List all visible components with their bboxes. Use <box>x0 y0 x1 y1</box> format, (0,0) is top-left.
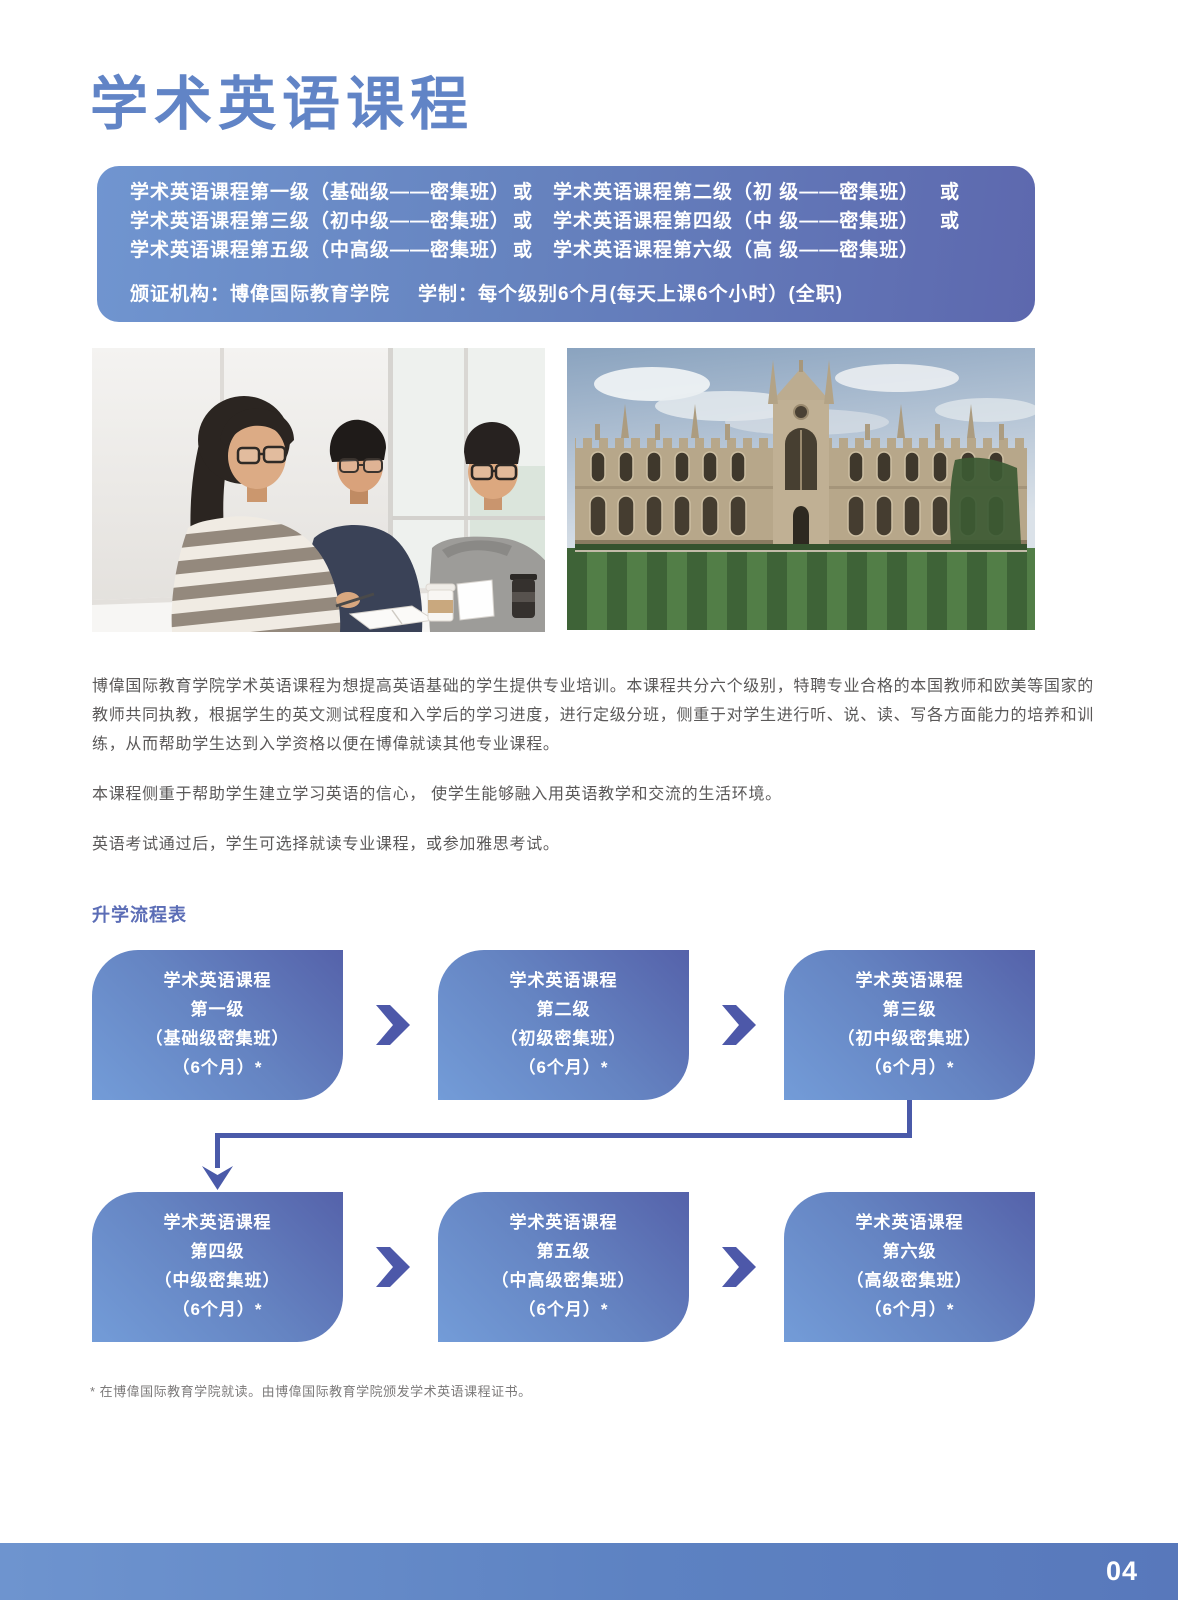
flow-box-line: 学术英语课程 <box>855 971 964 990</box>
flow-box-line: （6个月）* <box>864 1058 955 1077</box>
flow-box-line: 第四级 <box>190 1242 245 1261</box>
certifying-body-label: 颁证机构：博偉国际教育学院 <box>130 284 391 305</box>
flow-box-line: （中级密集班） <box>154 1271 281 1290</box>
right-chevron-icon <box>722 1247 756 1287</box>
flow-box-level-3: 学术英语课程 第三级 （初中级密集班） （6个月）* <box>784 950 1035 1100</box>
banner-row: 学术英语课程第三级（初中级——密集班） 或 学术英语课程第四级（中 级——密集班… <box>130 207 1035 236</box>
or-label: 或 <box>513 240 534 261</box>
flow-box-line: （中高级密集班） <box>491 1271 636 1290</box>
right-chevron-icon <box>376 1005 410 1045</box>
paragraph-2: 本课程侧重于帮助学生建立学习英语的信心， 使学生能够融入用英语教学和交流的生活环… <box>92 786 782 803</box>
flow-box-line: 第一级 <box>190 1000 245 1019</box>
flow-box-line: 学术英语课程 <box>509 1213 618 1232</box>
campus-photo <box>567 348 1035 630</box>
connector-line <box>907 1100 912 1138</box>
body-text: 博偉国际教育学院学术英语课程为想提高英语基础的学生提供专业培训。本课程共分六个级… <box>92 672 1102 880</box>
banner-row: 学术英语课程第五级（中高级——密集班） 或 学术英语课程第六级（高 级——密集班… <box>130 236 1035 265</box>
flow-box-line: （基础级密集班） <box>145 1029 290 1048</box>
paragraph-line: 博偉国际教育学院学术英语课程为想提高英语基础的学生提供专业培训。本课程共分六个级… <box>92 678 1095 695</box>
or-label <box>940 236 970 265</box>
connector-line <box>215 1133 912 1138</box>
course-level-label: 学术英语课程第四级（中 级——密集班） <box>553 211 920 232</box>
flow-box-level-1: 学术英语课程 第一级 （基础级密集班） （6个月）* <box>92 950 343 1100</box>
course-level-label: 学术英语课程第一级（基础级——密集班） <box>130 182 511 203</box>
course-levels-banner: 学术英语课程第一级（基础级——密集班） 或 学术英语课程第二级（初 级——密集班… <box>97 166 1035 322</box>
flow-chart-heading: 升学流程表 <box>92 905 187 925</box>
flow-box-line: （初级密集班） <box>500 1029 627 1048</box>
flow-box-line: 第二级 <box>536 1000 591 1019</box>
or-label: 或 <box>513 211 534 232</box>
course-level-label: 学术英语课程第二级（初 级——密集班） <box>553 182 920 203</box>
students-photo <box>92 348 545 632</box>
banner-row: 学术英语课程第一级（基础级——密集班） 或 学术英语课程第二级（初 级——密集班… <box>130 178 1035 207</box>
flow-box-level-5: 学术英语课程 第五级 （中高级密集班） （6个月）* <box>438 1192 689 1342</box>
flow-box-level-4: 学术英语课程 第四级 （中级密集班） （6个月）* <box>92 1192 343 1342</box>
footer-bar: 04 <box>0 1543 1178 1600</box>
or-label: 或 <box>940 182 961 203</box>
course-level-label: 学术英语课程第三级（初中级——密集班） <box>130 211 511 232</box>
paragraph-3: 英语考试通过后，学生可选择就读专业课程，或参加雅思考试。 <box>92 836 560 853</box>
or-label: 或 <box>513 182 534 203</box>
footnote: * 在博偉国际教育学院就读。由博偉国际教育学院颁发学术英语课程证书。 <box>90 1384 532 1399</box>
flow-box-line: （6个月）* <box>172 1058 263 1077</box>
flow-box-line: 学术英语课程 <box>509 971 618 990</box>
flow-box-line: （6个月）* <box>518 1300 609 1319</box>
flow-box-line: 学术英语课程 <box>163 971 272 990</box>
paragraph-line: 教师共同执教，根据学生的英文测试程度和入学后的学习进度，进行定级分班，侧重于对学… <box>92 707 1095 724</box>
course-level-label: 学术英语课程第五级（中高级——密集班） <box>130 240 511 261</box>
or-label: 或 <box>940 211 961 232</box>
page-title: 学术英语课程 <box>90 72 475 137</box>
flow-box-line: （6个月）* <box>172 1300 263 1319</box>
flow-box-level-2: 学术英语课程 第二级 （初级密集班） （6个月）* <box>438 950 689 1100</box>
flow-box-line: （高级密集班） <box>846 1271 973 1290</box>
paragraph-1: 博偉国际教育学院学术英语课程为想提高英语基础的学生提供专业培训。本课程共分六个级… <box>92 672 1102 759</box>
flow-box-line: 第五级 <box>536 1242 591 1261</box>
connector-line <box>215 1138 220 1168</box>
schedule-label: 学制：每个级别6个月(每天上课6个小时）(全职) <box>418 284 844 305</box>
flow-box-level-6: 学术英语课程 第六级 （高级密集班） （6个月）* <box>784 1192 1035 1342</box>
right-chevron-icon <box>376 1247 410 1287</box>
right-chevron-icon <box>722 1005 756 1045</box>
page-number: 04 <box>1105 1556 1138 1586</box>
flow-box-line: 学术英语课程 <box>855 1213 964 1232</box>
banner-info-row: 颁证机构：博偉国际教育学院 学制：每个级别6个月(每天上课6个小时）(全职) <box>130 279 1035 306</box>
course-level-label: 学术英语课程第六级（高 级——密集班） <box>553 240 920 261</box>
flow-box-line: （6个月）* <box>864 1300 955 1319</box>
flow-box-line: 学术英语课程 <box>163 1213 272 1232</box>
flow-box-line: 第六级 <box>882 1242 937 1261</box>
paragraph-line: 练，从而帮助学生达到入学资格以便在博偉就读其他专业课程。 <box>92 736 560 753</box>
flow-box-line: （初中级密集班） <box>837 1029 982 1048</box>
flow-box-line: （6个月）* <box>518 1058 609 1077</box>
down-arrow-icon <box>202 1166 233 1190</box>
flow-box-line: 第三级 <box>882 1000 937 1019</box>
